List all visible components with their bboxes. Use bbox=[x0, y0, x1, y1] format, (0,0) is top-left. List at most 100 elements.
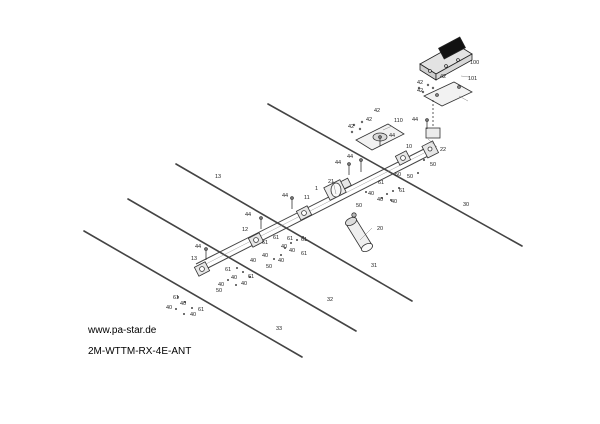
callout-40: 40 bbox=[166, 305, 172, 311]
callout-40: 40 bbox=[281, 244, 287, 250]
leader-lines bbox=[332, 75, 470, 241]
screws-42 bbox=[350, 83, 435, 134]
callout-42: 42 bbox=[366, 117, 372, 123]
callout-40: 40 bbox=[180, 301, 186, 307]
callout-44: 44 bbox=[347, 154, 353, 160]
callout-61: 61 bbox=[173, 295, 179, 301]
connector-panel bbox=[438, 36, 466, 60]
callout-61: 61 bbox=[262, 240, 268, 246]
callout-44: 44 bbox=[195, 244, 201, 250]
clamp-element-31 bbox=[295, 205, 313, 221]
callout-61: 61 bbox=[378, 180, 384, 186]
electronics-box-100 bbox=[419, 36, 473, 81]
callout-13: 13 bbox=[215, 174, 221, 180]
callout-40: 40 bbox=[218, 282, 224, 288]
callout-50: 50 bbox=[356, 203, 362, 209]
boom-center bbox=[197, 148, 433, 269]
antenna-elements bbox=[83, 103, 523, 358]
boom-upper-edge bbox=[195, 145, 431, 265]
callout-21: 21 bbox=[328, 179, 334, 185]
callout-50: 50 bbox=[430, 162, 436, 168]
screw-44d bbox=[259, 216, 263, 229]
callout-42: 42 bbox=[417, 88, 423, 94]
callout-40: 40 bbox=[262, 253, 268, 259]
callout-50: 50 bbox=[216, 288, 222, 294]
clamp-element-33 bbox=[193, 261, 211, 277]
drawing-title: 2M-WTTM-RX-4E-ANT bbox=[88, 346, 192, 357]
callout-40: 40 bbox=[241, 281, 247, 287]
element-30 bbox=[267, 103, 523, 247]
callout-61: 61 bbox=[301, 251, 307, 257]
callout-33: 33 bbox=[276, 326, 282, 332]
callout-40: 40 bbox=[250, 258, 256, 264]
callout-1: 1 bbox=[315, 186, 318, 192]
callout-44: 44 bbox=[245, 212, 251, 218]
boom-end-cap bbox=[421, 140, 440, 159]
screws-44 bbox=[204, 118, 429, 260]
connector-3 bbox=[456, 58, 460, 62]
element-32 bbox=[127, 198, 357, 332]
callout-44: 44 bbox=[335, 160, 341, 166]
screw-44g bbox=[425, 118, 429, 129]
callout-32: 32 bbox=[327, 297, 333, 303]
website-url: www.pa-star.de bbox=[88, 325, 157, 336]
element-clamps bbox=[193, 140, 440, 277]
screw-44c bbox=[290, 196, 294, 209]
callout-42: 42 bbox=[417, 80, 423, 86]
callout-22: 22 bbox=[440, 147, 446, 153]
callout-42: 42 bbox=[440, 74, 446, 80]
callout-40: 40 bbox=[368, 191, 374, 197]
callout-61: 61 bbox=[287, 236, 293, 242]
callout-42: 42 bbox=[348, 124, 354, 130]
callout-50: 50 bbox=[407, 174, 413, 180]
callout-61: 61 bbox=[198, 307, 204, 313]
element-33 bbox=[83, 230, 303, 358]
clamp-element-30 bbox=[394, 150, 412, 166]
callout-31: 31 bbox=[371, 263, 377, 269]
callout-40: 40 bbox=[377, 197, 383, 203]
boom-lower-edge bbox=[199, 152, 435, 273]
callout-40: 40 bbox=[231, 275, 237, 281]
callout-61: 61 bbox=[225, 267, 231, 273]
clamp-element-32 bbox=[247, 232, 265, 248]
bracket-plate-101 bbox=[423, 81, 473, 107]
callout-61: 61 bbox=[399, 188, 405, 194]
callout-42: 42 bbox=[374, 108, 380, 114]
callout-10: 10 bbox=[406, 144, 412, 150]
callout-100: 100 bbox=[470, 60, 479, 66]
screw-44e bbox=[204, 247, 208, 260]
connector-2 bbox=[444, 64, 448, 68]
callout-110: 110 bbox=[394, 118, 403, 124]
callout-11: 11 bbox=[304, 195, 310, 201]
connector-1 bbox=[428, 69, 432, 73]
callout-61: 61 bbox=[273, 235, 279, 241]
boom bbox=[195, 145, 435, 273]
screw-44f bbox=[378, 135, 382, 146]
callout-44: 44 bbox=[412, 117, 418, 123]
callout-13: 13 bbox=[191, 256, 197, 262]
callout-40: 40 bbox=[391, 199, 397, 205]
callout-50: 50 bbox=[266, 264, 272, 270]
bracket-22 bbox=[425, 100, 441, 139]
callout-30: 30 bbox=[463, 202, 469, 208]
callout-50: 50 bbox=[395, 172, 401, 178]
callout-12: 12 bbox=[242, 227, 248, 233]
mast-adapter-20 bbox=[345, 212, 373, 253]
small-hardware bbox=[175, 159, 425, 315]
element-31 bbox=[175, 163, 413, 302]
callout-61: 61 bbox=[301, 237, 307, 243]
callout-101: 101 bbox=[468, 76, 477, 82]
screw-44b bbox=[359, 158, 363, 172]
screw-44a bbox=[347, 162, 351, 175]
callout-40: 40 bbox=[278, 258, 284, 264]
callout-44: 44 bbox=[389, 133, 395, 139]
callout-labels: 100 101 42 42 42 42 42 42 110 44 44 10 2… bbox=[166, 60, 479, 332]
callout-44: 44 bbox=[282, 193, 288, 199]
callout-40: 40 bbox=[289, 248, 295, 254]
callout-20: 20 bbox=[377, 226, 383, 232]
callout-40: 40 bbox=[190, 312, 196, 318]
adapter-screw bbox=[351, 212, 357, 218]
callout-61: 61 bbox=[248, 274, 254, 280]
